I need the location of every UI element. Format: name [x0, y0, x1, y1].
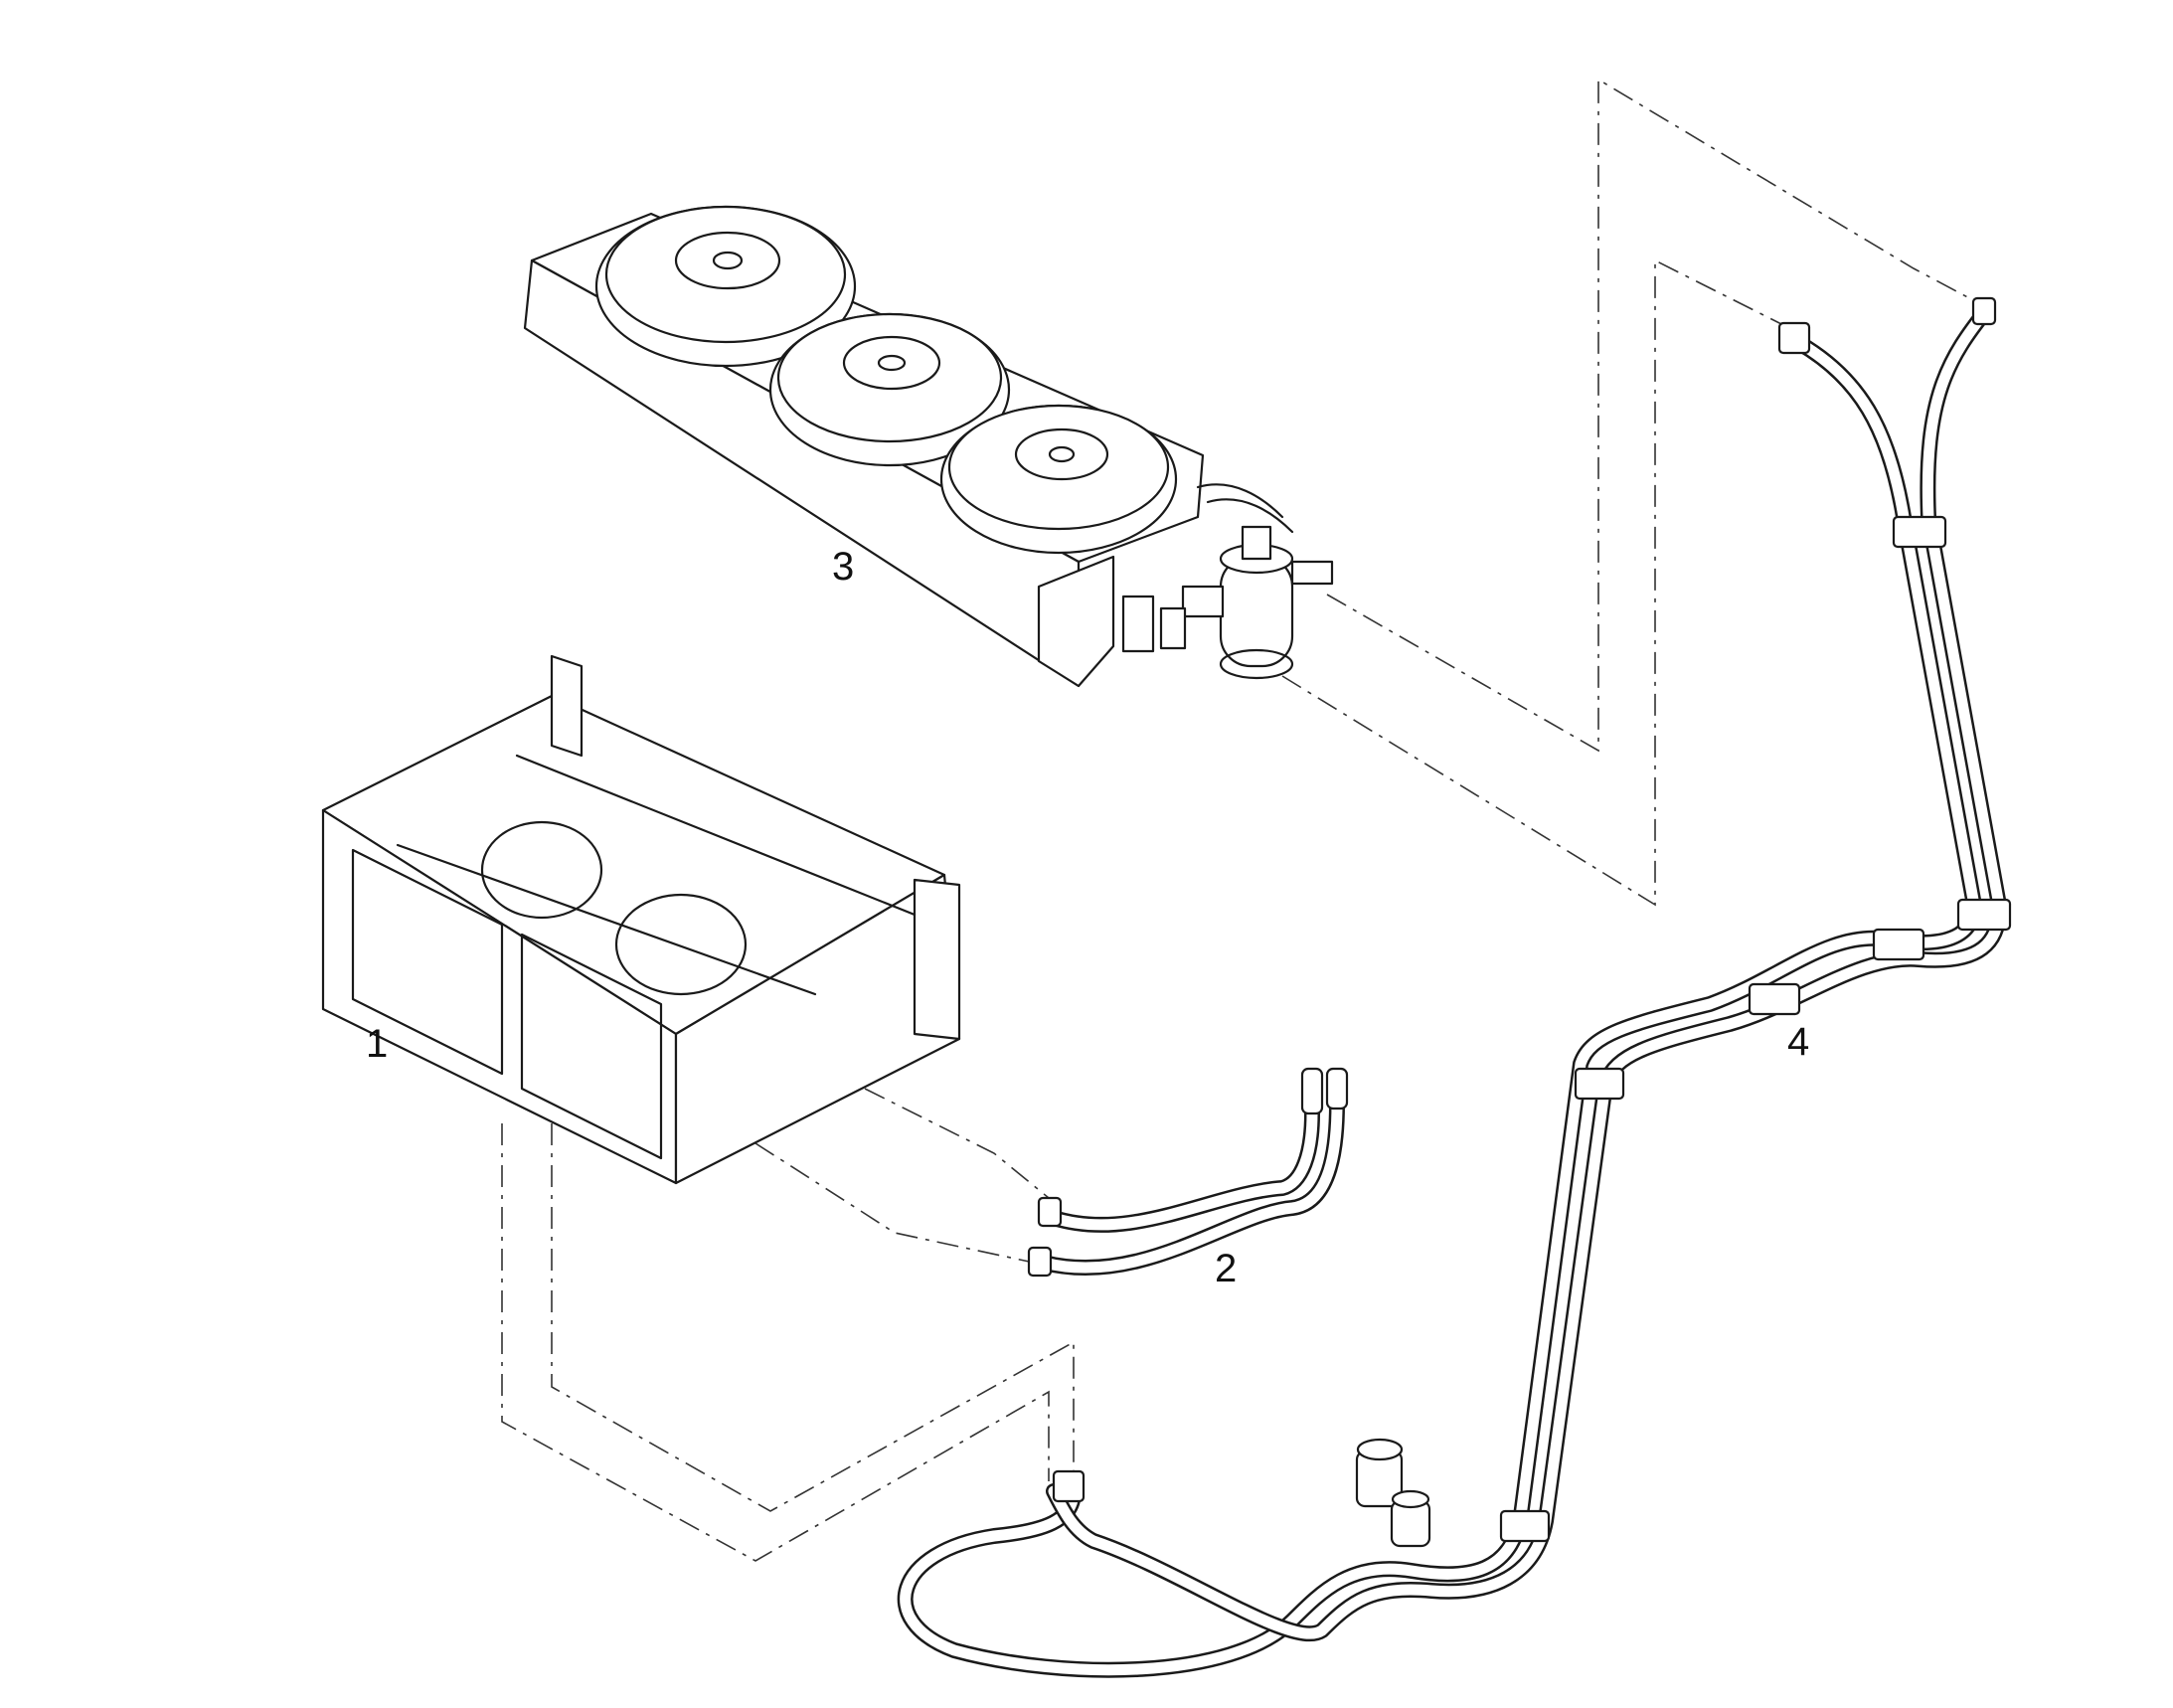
- hose-clamp: [1892, 515, 1947, 549]
- hose-clamp: [1872, 928, 1925, 961]
- callout-3: 3: [832, 545, 855, 589]
- leader-line-4b: [551, 1123, 1075, 1512]
- wire-harness: [1206, 498, 1294, 534]
- callout-4: 4: [1787, 1020, 1810, 1064]
- leader-line-2b: [754, 1142, 1035, 1264]
- hose-fitting: [1777, 321, 1811, 355]
- callout-2: 2: [1215, 1247, 1238, 1290]
- leader-line-4a: [501, 1123, 1050, 1562]
- bracket: [1121, 595, 1155, 653]
- hose-fitting: [1052, 1469, 1086, 1503]
- hose-clamp: [1499, 1509, 1551, 1543]
- hose-clamp: [1956, 898, 2012, 932]
- wire-harness: [1196, 483, 1284, 519]
- condenser-end-plate: [1037, 555, 1115, 688]
- part-1-evaporator-housing: [321, 654, 961, 1185]
- hose-fitting: [1971, 296, 1997, 326]
- housing-upright: [550, 654, 584, 758]
- hose-clamp: [1574, 1067, 1625, 1101]
- blower-2: [614, 893, 748, 996]
- fan-2: [768, 312, 1011, 467]
- leader-lines: [501, 78, 1989, 1562]
- housing-window-right: [520, 933, 663, 1160]
- leader-line-2a: [864, 1088, 1050, 1199]
- housing-window-left: [351, 848, 504, 1076]
- housing-end-cap: [913, 878, 961, 1041]
- receiver-drier: [1181, 525, 1334, 680]
- bracket: [1159, 606, 1187, 650]
- leader-line-3a: [1326, 78, 1989, 753]
- callout-1: 1: [366, 1022, 389, 1066]
- leader-line-3b: [1281, 258, 1790, 907]
- fan-3: [939, 404, 1178, 555]
- fan-1: [594, 205, 857, 368]
- hose-clamp: [1748, 982, 1801, 1016]
- blower-1: [480, 820, 603, 920]
- part-3-condenser-unit: [523, 205, 1334, 688]
- part-4-hose-assembly: [897, 296, 2012, 1678]
- compressor-fittings: [1355, 1438, 1431, 1548]
- part-2-hose-pair: [1027, 1067, 1349, 1278]
